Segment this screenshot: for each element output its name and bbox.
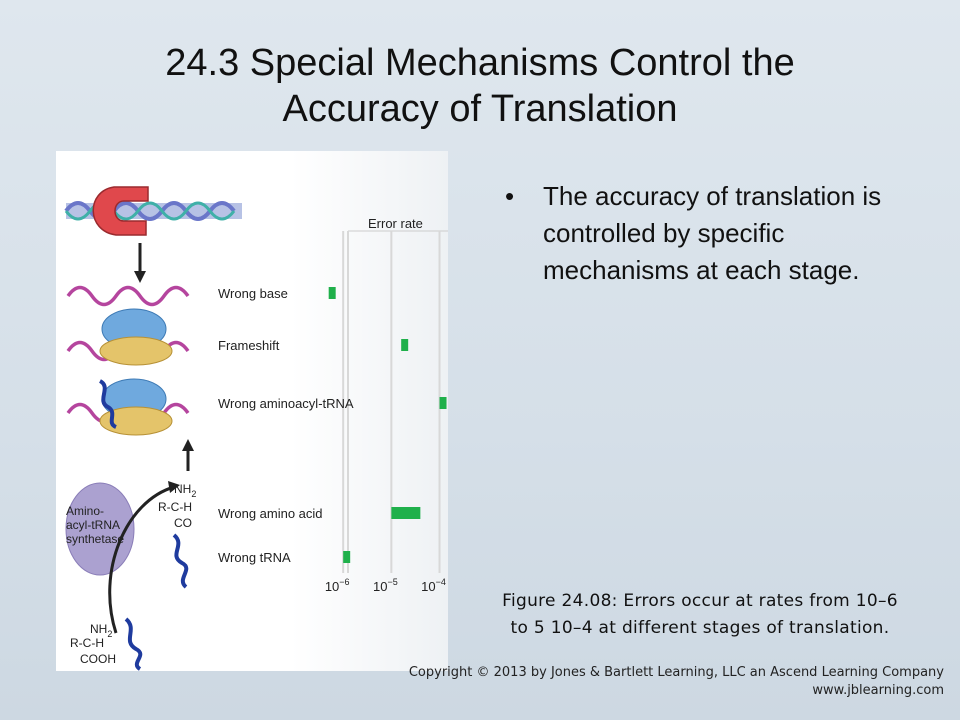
chem-bottom-sub: 2 bbox=[107, 629, 112, 639]
error-bar-5 bbox=[343, 551, 351, 563]
row-label-3: Wrong aminoacyl-tRNA bbox=[218, 396, 354, 411]
figure-panel: Amino- acyl-tRNA synthetase NH2 R-C-H CO… bbox=[56, 151, 448, 671]
svg-text:NH2: NH2 bbox=[174, 482, 196, 499]
reaction-arrowhead-icon bbox=[168, 481, 180, 493]
error-bar-3 bbox=[439, 397, 447, 409]
chem-structure-top: NH2 R-C-H CO bbox=[158, 482, 196, 589]
chem-top-co: CO bbox=[174, 516, 192, 530]
bullet-marker: • bbox=[505, 181, 515, 211]
ribosome-icon-2 bbox=[66, 378, 190, 436]
synthetase-icon: Amino- acyl-tRNA synthetase bbox=[65, 482, 135, 576]
error-bar-4 bbox=[391, 507, 421, 519]
ribosome-icon-1 bbox=[66, 308, 190, 366]
svg-text:NH2: NH2 bbox=[90, 622, 112, 639]
tick-label-2: 10−5 bbox=[373, 577, 398, 594]
dna-illustration bbox=[64, 186, 242, 236]
mrna-icon bbox=[66, 285, 190, 307]
chem-bottom-nh: NH bbox=[90, 622, 107, 636]
title-line-2: Accuracy of Translation bbox=[282, 88, 678, 130]
chem-top-sub: 2 bbox=[191, 489, 196, 499]
copyright-notice: Copyright © 2013 by Jones & Bartlett Lea… bbox=[409, 664, 944, 700]
arrow-down-icon bbox=[134, 243, 146, 283]
error-rate-heading: Error rate bbox=[368, 216, 423, 231]
row-label-2: Frameshift bbox=[218, 338, 280, 353]
chem-top-nh: NH bbox=[174, 482, 191, 496]
tick-label-3: 10−4 bbox=[421, 577, 446, 594]
enzyme-label-2: acyl-tRNA bbox=[66, 518, 120, 532]
copyright-line-2: www.jblearning.com bbox=[812, 683, 944, 698]
row-label-5: Wrong tRNA bbox=[218, 550, 291, 565]
chem-structure-bottom: NH2 R-C-H COOH bbox=[70, 617, 143, 671]
chem-bottom-cooh: COOH bbox=[80, 652, 116, 666]
title-line-1: 24.3 Special Mechanisms Control the bbox=[165, 42, 795, 84]
caption-line-2: to 5 10–4 at different stages of transla… bbox=[510, 618, 890, 638]
error-bar-2 bbox=[401, 339, 409, 351]
row-label-1: Wrong base bbox=[218, 286, 288, 301]
bullet-text: The accuracy of translation is controlle… bbox=[543, 181, 882, 285]
enzyme-label-1: Amino- bbox=[66, 504, 104, 518]
figure-caption: Figure 24.08: Errors occur at rates from… bbox=[460, 588, 940, 642]
error-bar-1 bbox=[328, 287, 336, 299]
enzyme-label-3: synthetase bbox=[66, 532, 124, 546]
caption-line-1: Figure 24.08: Errors occur at rates from… bbox=[502, 591, 898, 611]
arrow-up-icon bbox=[182, 439, 194, 471]
chem-bottom-rch: R-C-H bbox=[70, 636, 104, 650]
reaction-arrow-icon bbox=[108, 485, 175, 634]
error-rate-figure: Amino- acyl-tRNA synthetase NH2 R-C-H CO… bbox=[64, 186, 448, 671]
polymerase-icon bbox=[92, 186, 149, 236]
copyright-line-1: Copyright © 2013 by Jones & Bartlett Lea… bbox=[408, 665, 944, 680]
row-label-4: Wrong amino acid bbox=[218, 506, 323, 521]
tick-label-1: 10−6 bbox=[325, 577, 350, 594]
slide-title: 24.3 Special Mechanisms Control the Accu… bbox=[60, 40, 900, 132]
chem-top-rch: R-C-H bbox=[158, 500, 192, 514]
